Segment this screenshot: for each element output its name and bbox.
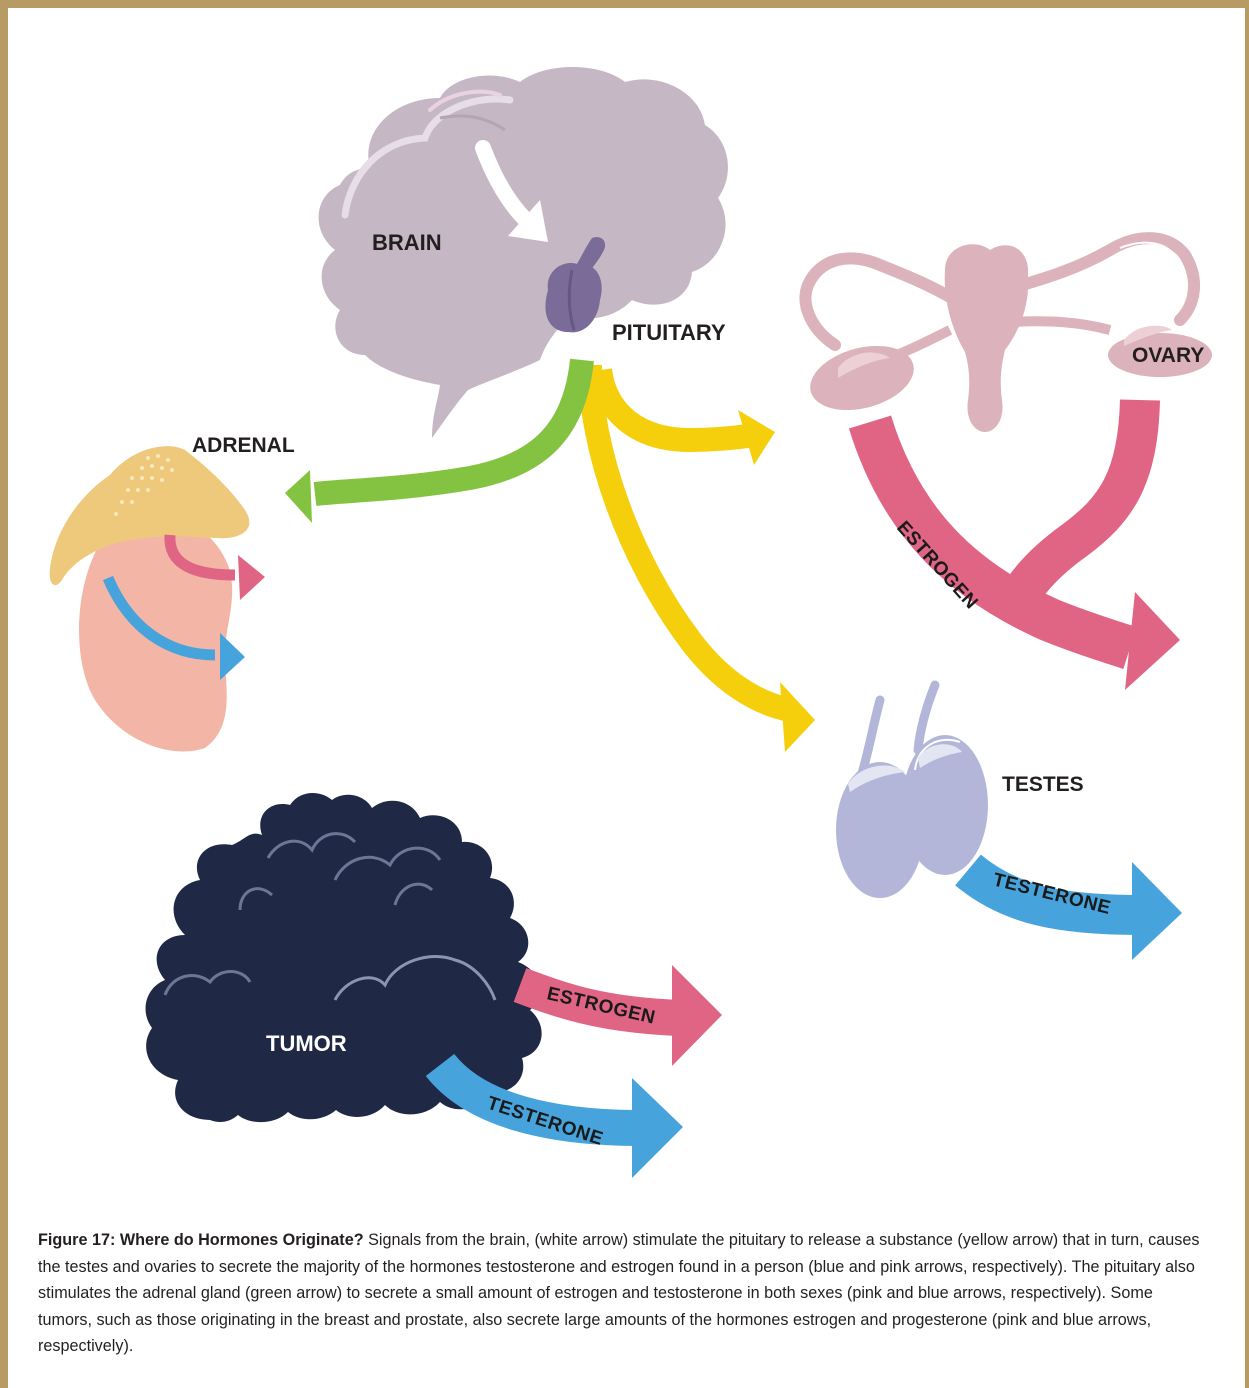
brain-label: BRAIN: [372, 230, 442, 255]
ovary-estrogen-branch-right: [1012, 400, 1140, 612]
right-fallopian-tube: [1005, 238, 1194, 320]
pituitary-green-arrow: [285, 360, 582, 523]
left-fallopian-tube: [806, 258, 955, 345]
tumor-testerone-arrow-head: [632, 1078, 683, 1178]
testes-illustration: TESTES: [836, 685, 1084, 898]
hormone-diagram: BRAIN PITUITARY OVARY ESTROGEN: [0, 0, 1249, 1200]
yellow-arrow-to-ovary: [600, 370, 755, 440]
tumor-cloud: [146, 793, 542, 1122]
pituitary-yellow-arrows: [590, 365, 815, 752]
tumor-illustration: TUMOR: [146, 793, 542, 1122]
tumor-label: TUMOR: [266, 1031, 347, 1056]
right-ovary-ligament: [1010, 321, 1110, 330]
ovary-estrogen-arrow-head: [1125, 592, 1180, 690]
ovary-label: OVARY: [1132, 344, 1204, 367]
caption-title: Figure 17: Where do Hormones Originate?: [38, 1231, 364, 1249]
pituitary-label: PITUITARY: [612, 320, 726, 345]
ovary-estrogen-arrow: ESTROGEN: [870, 400, 1180, 690]
green-arrow-head: [285, 470, 312, 523]
testes-label: TESTES: [1002, 773, 1084, 796]
brain-illustration: BRAIN: [319, 67, 728, 438]
testes-testerone-arrow: TESTERONE: [968, 862, 1182, 960]
tumor-estrogen-arrow: ESTROGEN: [520, 965, 722, 1066]
adrenal-illustration: ADRENAL: [50, 434, 295, 751]
tumor-estrogen-arrow-head: [672, 965, 722, 1066]
tumor-testerone-arrow: TESTERONE: [440, 1065, 683, 1178]
yellow-arrow-head-testes: [780, 682, 815, 752]
uterus: [945, 244, 1029, 432]
figure-caption: Figure 17: Where do Hormones Originate? …: [38, 1227, 1208, 1360]
pituitary-gland: [545, 263, 601, 332]
adrenal-testerone-arrow-head: [220, 633, 245, 680]
adrenal-estrogen-arrow-head: [238, 555, 265, 600]
caption-text: Signals from the brain, (white arrow) st…: [38, 1231, 1199, 1355]
testes-testerone-arrow-head: [1132, 862, 1182, 960]
adrenal-label: ADRENAL: [192, 434, 295, 457]
